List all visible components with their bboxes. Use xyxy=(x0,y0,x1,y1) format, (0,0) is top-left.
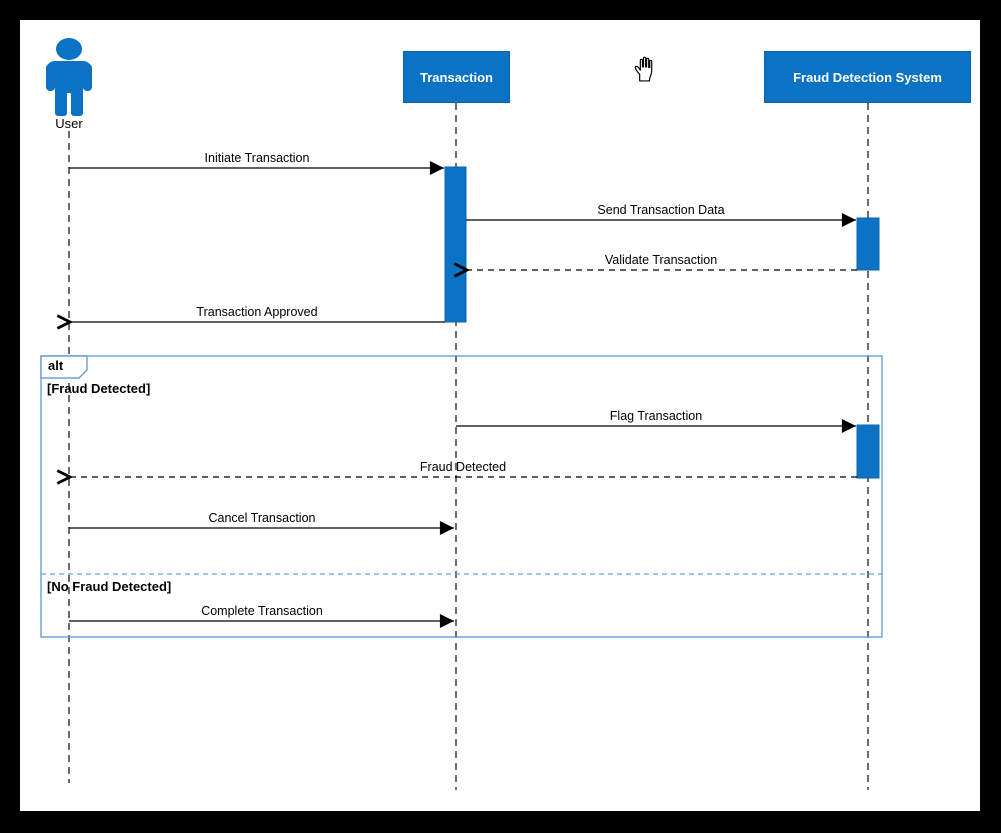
diagram-canvas[interactable]: Transaction Fraud Detection System User … xyxy=(20,20,980,811)
hand-cursor-icon xyxy=(634,56,653,82)
actor-user-icon[interactable] xyxy=(46,38,92,116)
alt-operator-pentagon[interactable] xyxy=(40,355,88,379)
activation-bar-fds-2[interactable] xyxy=(856,424,880,479)
message-label-complete-transaction[interactable]: Complete Transaction xyxy=(201,604,323,618)
participant-transaction[interactable]: Transaction xyxy=(403,51,510,103)
participant-fraud-detection-system[interactable]: Fraud Detection System xyxy=(764,51,971,103)
activation-bar-fds-1[interactable] xyxy=(856,217,880,271)
guard-fraud-detected: [Fraud Detected] xyxy=(47,381,151,396)
message-label-validate-transaction[interactable]: Validate Transaction xyxy=(604,253,718,267)
alt-operator-label: alt xyxy=(48,358,64,373)
message-label-fraud-detected[interactable]: Fraud Detected xyxy=(419,460,507,474)
activation-bar-transaction[interactable] xyxy=(444,166,467,323)
participant-fds-label: Fraud Detection System xyxy=(793,69,942,85)
message-label-cancel-transaction[interactable]: Cancel Transaction xyxy=(208,511,316,525)
message-label-flag-transaction[interactable]: Flag Transaction xyxy=(609,409,703,423)
message-label-transaction-approved[interactable]: Transaction Approved xyxy=(196,305,318,319)
sequence-diagram-lines xyxy=(40,38,883,790)
actor-user-label: User xyxy=(55,116,83,131)
message-label-send-transaction-data[interactable]: Send Transaction Data xyxy=(597,203,725,217)
message-label-initiate-transaction[interactable]: Initiate Transaction xyxy=(204,151,310,165)
guard-no-fraud-detected: [No Fraud Detected] xyxy=(47,579,172,594)
participant-transaction-label: Transaction xyxy=(420,69,493,85)
alt-frame[interactable] xyxy=(40,355,883,638)
